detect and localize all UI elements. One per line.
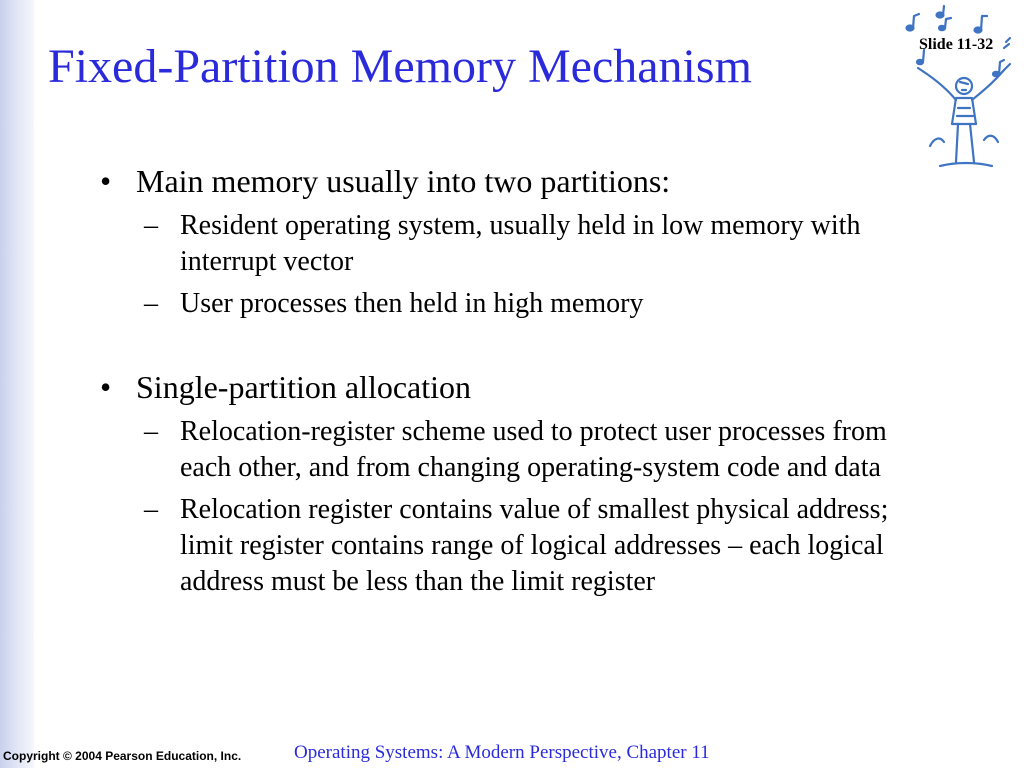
bullet-item: • Single-partition allocation xyxy=(100,368,900,406)
bullet-text: Single-partition allocation xyxy=(136,369,472,405)
dancing-figure-with-music-notes-icon xyxy=(905,4,1012,168)
dash-marker: – xyxy=(144,416,158,447)
sub-bullet-text: Resident operating system, usually held … xyxy=(180,210,861,277)
sub-bullet-item: – Resident operating system, usually hel… xyxy=(100,208,900,280)
bullet-marker: • xyxy=(100,369,112,405)
sub-bullet-item: – Relocation-register scheme used to pro… xyxy=(100,414,900,486)
sub-bullet-item: – User processes then held in high memor… xyxy=(100,286,900,322)
dash-marker: – xyxy=(144,288,158,319)
sub-bullet-text: Relocation register contains value of sm… xyxy=(180,494,889,597)
sub-bullet-item: – Relocation register contains value of … xyxy=(100,492,900,600)
left-gradient-bar xyxy=(0,0,34,768)
bullet-marker: • xyxy=(100,163,112,199)
dash-marker: – xyxy=(144,494,158,525)
bullet-text: Main memory usually into two partitions: xyxy=(136,163,671,199)
footer-title: Operating Systems: A Modern Perspective,… xyxy=(294,742,710,763)
slide-body: • Main memory usually into two partition… xyxy=(100,162,900,600)
bullet-item: • Main memory usually into two partition… xyxy=(100,162,900,200)
copyright-notice: Copyright © 2004 Pearson Education, Inc. xyxy=(3,749,242,763)
sub-bullet-text: Relocation-register scheme used to prote… xyxy=(180,416,887,483)
slide-number: Slide 11-32 xyxy=(919,36,994,53)
slide-title: Fixed-Partition Memory Mechanism xyxy=(48,40,752,93)
sub-bullet-text: User processes then held in high memory xyxy=(180,288,644,319)
dash-marker: – xyxy=(144,210,158,241)
